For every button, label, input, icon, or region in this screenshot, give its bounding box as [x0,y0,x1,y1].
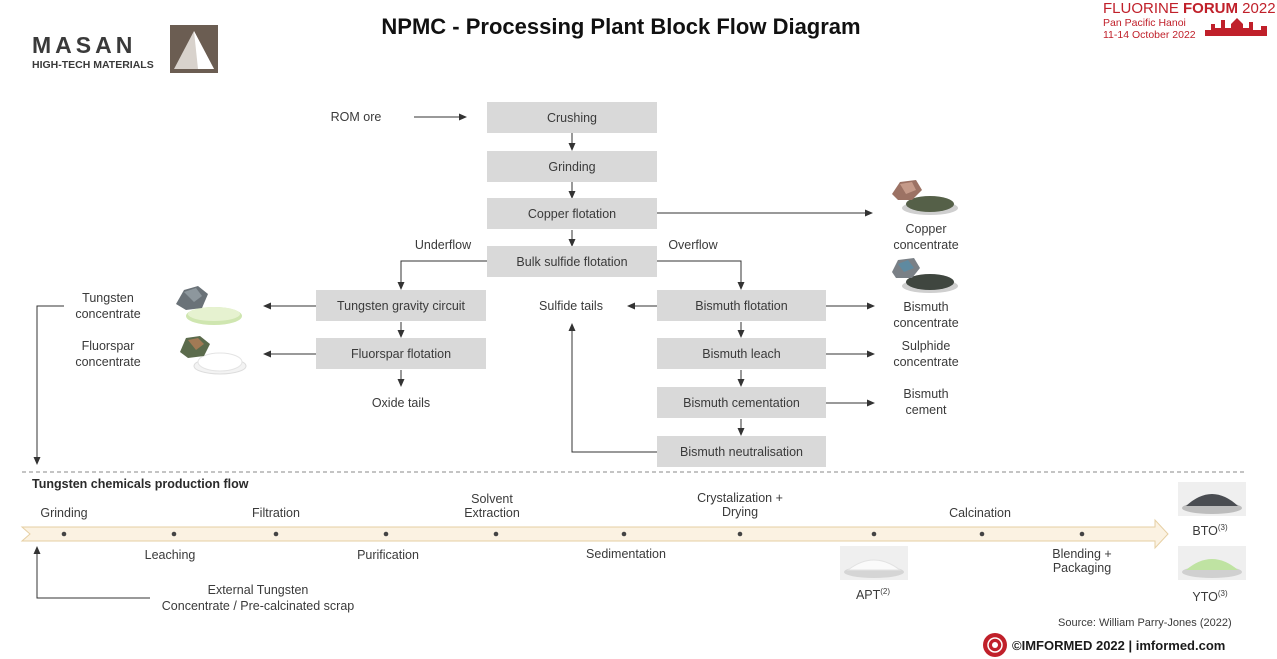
forum-name-2: FORUM [1183,0,1239,17]
masan-logo-name: MASAN [32,32,137,58]
source-note: Source: William Parry-Jones (2022) [1058,617,1232,629]
forum-dates: 11-14 October 2022 [1103,29,1196,41]
fluorine-forum-logo: FLUORINE FORUM 2022 Pan Pacific Hanoi 11… [1103,0,1276,42]
tungsten-concentrate-image [176,286,242,325]
box-bismuth-neutralisation: Bismuth neutralisation [657,436,826,467]
masan-logo: MASAN HIGH-TECH MATERIALS [32,25,222,76]
forum-name-3: 2022 [1238,0,1276,17]
fluorspar-concentrate-image [180,336,247,375]
box-bulk-sulfide-flotation: Bulk sulfide flotation [487,246,657,277]
forum-venue: Pan Pacific Hanoi [1103,17,1186,29]
masan-logo-sub: HIGH-TECH MATERIALS [32,59,154,71]
chem-flow-title: Tungsten chemicals production flow [32,477,249,491]
box-crushing: Crushing [487,102,657,133]
step-leaching: Leaching [144,548,196,562]
footer-copyright: ©IMFORMED 2022 [1012,637,1125,653]
masan-triangle-icon [170,25,218,73]
product-yto: YTO(3) [1192,589,1228,605]
label-sulfide-tails: Sulfide tails [539,299,603,313]
step-sedimentation: Sedimentation [586,547,666,561]
bismuth-concentrate-image [892,258,958,293]
box-tungsten-gravity-circuit: Tungsten gravity circuit [316,290,486,321]
box-bismuth-cementation: Bismuth cementation [657,387,826,418]
box-bismuth-flotation: Bismuth flotation [657,290,826,321]
apt-image [840,546,908,580]
label-rom-ore: ROM ore [330,110,382,124]
forum-name-1: FLUORINE [1103,0,1184,17]
label-underflow: Underflow [414,238,472,252]
step-grinding: Grinding [40,506,88,520]
imformed-logo-icon [983,633,1007,657]
product-apt: APT(2) [855,587,891,603]
box-grinding: Grinding [487,151,657,182]
label-oxide-tails: Oxide tails [371,396,431,410]
label-overflow: Overflow [668,238,718,252]
step-calcination: Calcination [949,506,1011,520]
product-bto: BTO(3) [1192,523,1228,539]
step-blending-packaging: Blending +Packaging [1052,547,1112,575]
page-title: NPMC - Processing Plant Block Flow Diagr… [381,14,861,39]
box-bismuth-leach: Bismuth leach [657,338,826,369]
yto-image [1178,546,1246,580]
box-fluorspar-flotation: Fluorspar flotation [316,338,486,369]
copper-concentrate-image [892,180,958,215]
process-arrow [20,518,1169,550]
step-purification: Purification [357,548,419,562]
box-copper-flotation: Copper flotation [487,198,657,229]
skyline-icon [1205,18,1267,36]
step-filtration: Filtration [252,506,300,520]
footer-separator: | [1124,637,1136,653]
bto-image [1178,482,1246,516]
step-crystalization-drying: Crystalization +Drying [697,491,783,519]
footer-website-link[interactable]: imformed.com [1135,637,1226,653]
footer: ©IMFORMED 2022 | imformed.com [982,631,1225,659]
